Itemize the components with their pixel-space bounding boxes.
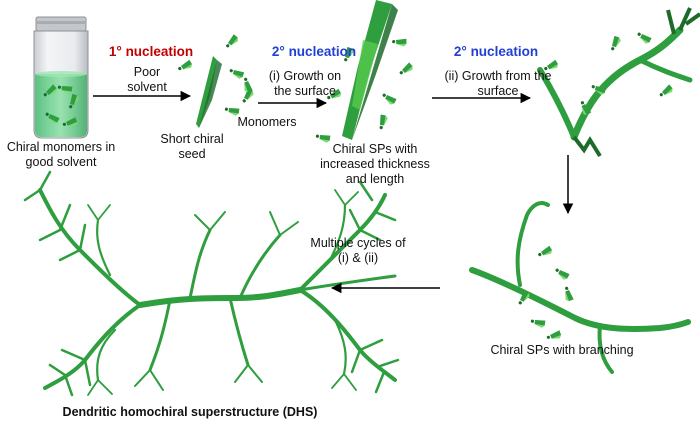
chiral-sp-with-branching-icon — [469, 201, 691, 374]
monomers-label: Monomers — [237, 115, 297, 129]
nuc1-text: Poor solvent — [127, 65, 167, 94]
seed-label: Short chiral seed — [160, 132, 224, 161]
branching-label: Chiral SPs with branching — [490, 343, 634, 357]
short-chiral-seed-icon — [196, 56, 222, 128]
nuc2a-title: 2° nucleation — [271, 44, 357, 59]
dhs-icon — [23, 170, 400, 397]
nuc2a-text: (i) Growth on the surface — [268, 69, 342, 98]
branching-sp-icon — [537, 7, 700, 158]
nuc2b-title: 2° nucleation — [453, 44, 539, 59]
vial-label: Chiral monomers in good solvent — [6, 140, 116, 169]
thick-chiral-sp-icon — [314, 0, 415, 144]
dhs-label: Dendritic homochiral superstructure (DHS… — [62, 405, 318, 419]
cycles-text: Multiple cycles of (i) & (ii) — [310, 236, 406, 265]
nuc1-title: 1° nucleation — [108, 44, 194, 59]
thick-sp-label: Chiral SPs with increased thickness and … — [320, 142, 430, 186]
vial-icon — [33, 16, 89, 139]
nuc2b-text: (ii) Growth from the surface — [444, 69, 552, 98]
